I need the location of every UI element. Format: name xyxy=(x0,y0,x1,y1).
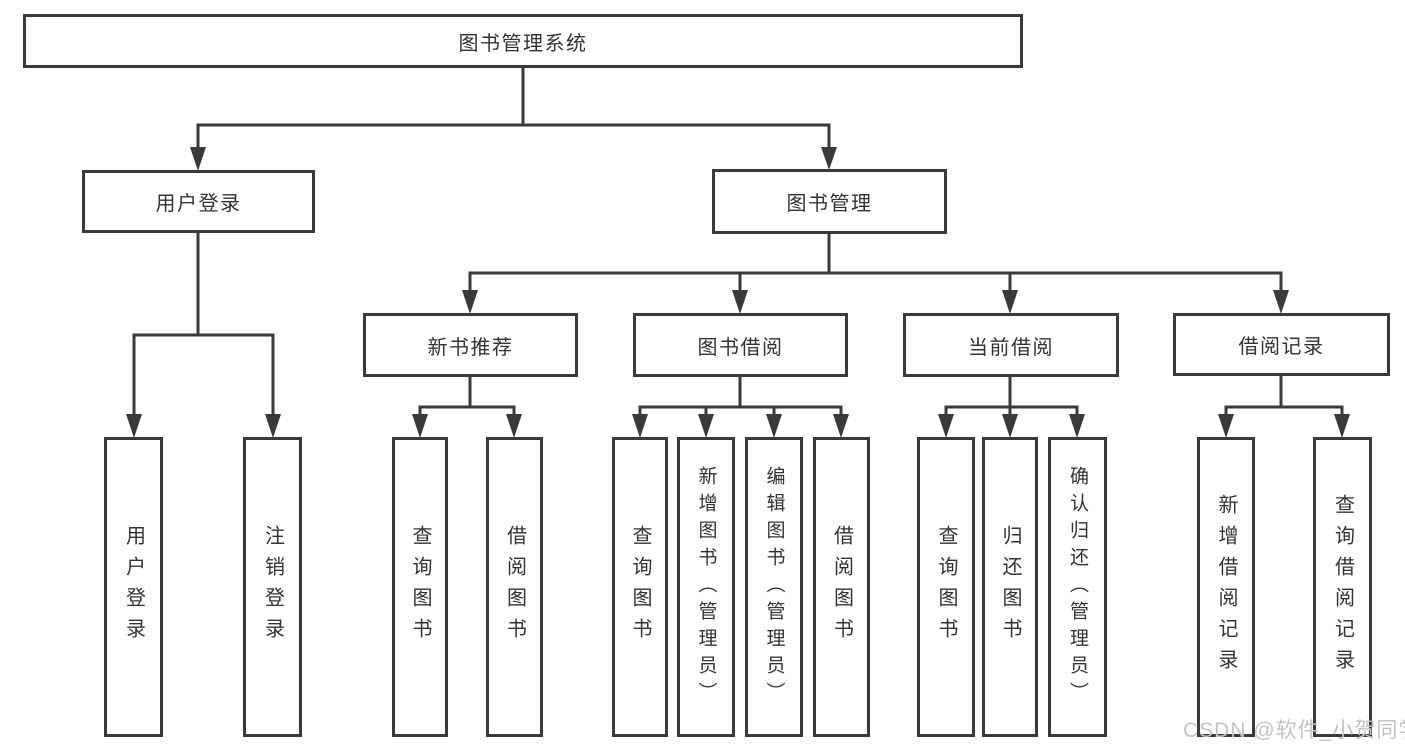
node-new-book-recommend: 新书推荐 xyxy=(363,313,578,377)
leaf-user-login-label: 用户登录 xyxy=(122,525,145,649)
leaf-borrow-borrow-books-label: 借阅图书 xyxy=(830,525,853,649)
leaf-newbook-borrow-books: 借阅图书 xyxy=(486,437,543,737)
leaf-borrow-add-books-admin: 新增图书（管理员） xyxy=(677,437,735,737)
node-book-management-label: 图书管理 xyxy=(786,193,873,215)
leaf-current-confirm-return-admin-label: 确认归还（管理员） xyxy=(1067,465,1088,709)
leaf-user-login: 用户登录 xyxy=(104,437,163,737)
node-book-borrow: 图书借阅 xyxy=(633,313,848,377)
leaf-records-add-record: 新增借阅记录 xyxy=(1197,437,1255,737)
leaf-borrow-query-books-label: 查询图书 xyxy=(629,525,651,649)
leaf-logout: 注销登录 xyxy=(243,437,302,737)
node-current-borrow-label: 当前借阅 xyxy=(968,336,1054,359)
leaf-borrow-query-books: 查询图书 xyxy=(612,437,668,737)
leaf-current-query-books: 查询图书 xyxy=(917,437,975,737)
leaf-current-confirm-return-admin: 确认归还（管理员） xyxy=(1048,437,1107,737)
node-new-book-recommend-label: 新书推荐 xyxy=(427,336,514,359)
leaf-records-query-record-label: 查询借阅记录 xyxy=(1331,494,1354,680)
leaf-borrow-borrow-books: 借阅图书 xyxy=(813,437,870,737)
leaf-borrow-edit-books-admin-label: 编辑图书（管理员） xyxy=(763,465,785,709)
node-borrow-records: 借阅记录 xyxy=(1173,313,1390,376)
leaf-records-query-record: 查询借阅记录 xyxy=(1313,437,1372,737)
leaf-current-return-books: 归还图书 xyxy=(982,437,1038,737)
leaf-current-query-books-label: 查询图书 xyxy=(935,525,957,649)
leaf-borrow-edit-books-admin: 编辑图书（管理员） xyxy=(745,437,803,737)
node-user-login: 用户登录 xyxy=(82,170,315,233)
node-current-borrow: 当前借阅 xyxy=(903,313,1119,377)
arrowheads xyxy=(126,147,1350,438)
leaf-newbook-query-books: 查询图书 xyxy=(392,437,448,737)
node-root-label: 图书管理系统 xyxy=(458,32,588,55)
leaf-logout-label: 注销登录 xyxy=(261,525,284,649)
node-book-management: 图书管理 xyxy=(712,169,947,234)
csdn-watermark: CSDN @软件_小贺同学 xyxy=(1183,719,1405,742)
node-borrow-records-label: 借阅记录 xyxy=(1238,336,1325,358)
leaf-records-add-record-label: 新增借阅记录 xyxy=(1215,494,1237,680)
node-book-borrow-label: 图书借阅 xyxy=(697,336,784,359)
leaf-newbook-query-books-label: 查询图书 xyxy=(409,525,431,649)
leaf-current-return-books-label: 归还图书 xyxy=(999,525,1021,649)
leaf-newbook-borrow-books-label: 借阅图书 xyxy=(503,525,526,649)
node-user-login-label: 用户登录 xyxy=(155,193,242,215)
leaf-borrow-add-books-admin-label: 新增图书（管理员） xyxy=(695,465,717,709)
node-root: 图书管理系统 xyxy=(23,14,1023,68)
